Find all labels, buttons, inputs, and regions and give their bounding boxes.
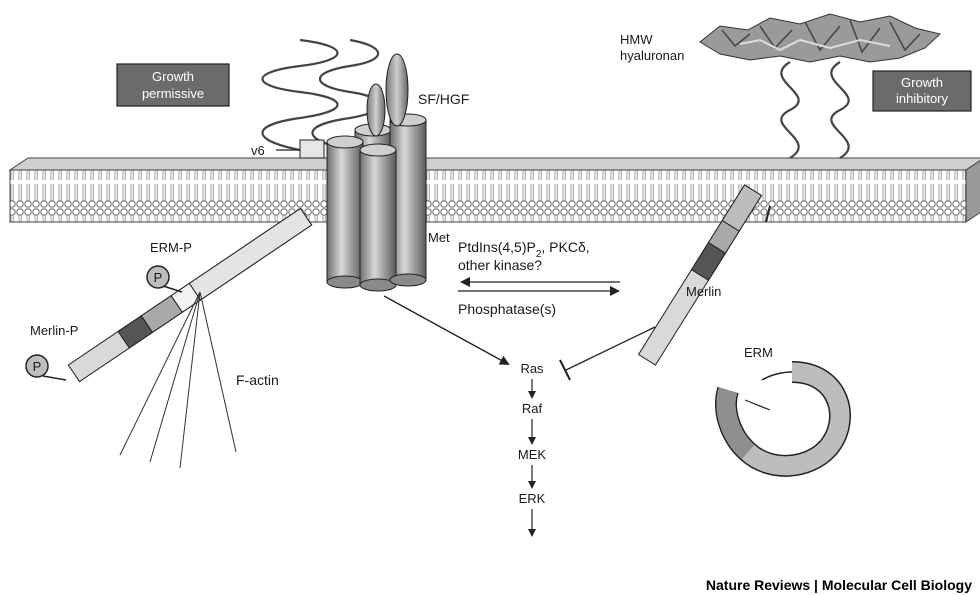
merlin-label: Merlin [686, 284, 721, 299]
folded-erm [726, 372, 840, 466]
phosphatase-label: Phosphatase(s) [458, 301, 556, 317]
erm-phospho-symbol: P [154, 270, 163, 285]
sf-hgf-label: SF/HGF [418, 91, 469, 107]
raf-label: Raf [522, 401, 543, 416]
merlin-p-label: Merlin-P [30, 323, 78, 338]
growth-inhibitory-label-2: inhibitory [896, 91, 949, 106]
hmw-label: HMW [620, 32, 653, 47]
erk-label: ERK [519, 491, 546, 506]
v6-domain [276, 140, 324, 158]
erm-p-label: ERM-P [150, 240, 192, 255]
hmw-hyaluronan-cluster [700, 14, 940, 62]
mek-label: MEK [518, 447, 547, 462]
growth-inhibitory-label-1: Growth [901, 75, 943, 90]
growth-permissive-label-2: permissive [142, 86, 204, 101]
plasma-membrane [10, 158, 980, 222]
growth-inhibitory-box: Growth inhibitory [873, 71, 971, 111]
met-receptor [327, 114, 426, 291]
ras-label: Ras [520, 361, 544, 376]
met-label: Met [428, 230, 450, 245]
f-actin-label: F-actin [236, 372, 279, 388]
growth-permissive-box: Growth permissive [117, 64, 229, 106]
merlin-phospho-symbol: P [33, 359, 42, 374]
growth-permissive-label-1: Growth [152, 69, 194, 84]
erm-phospho-group: P [147, 266, 182, 292]
v6-label: v6 [251, 143, 265, 158]
erm-label: ERM [744, 345, 773, 360]
hyaluronan-strand-right [781, 62, 848, 158]
journal-credit: Nature Reviews | Molecular Cell Biology [706, 577, 972, 593]
erm-merlin-p-rod [68, 208, 311, 381]
merlin-phospho-group: P [26, 355, 66, 380]
hyaluronan-label: hyaluronan [620, 48, 684, 63]
kinase-label-line2: other kinase? [458, 257, 542, 273]
